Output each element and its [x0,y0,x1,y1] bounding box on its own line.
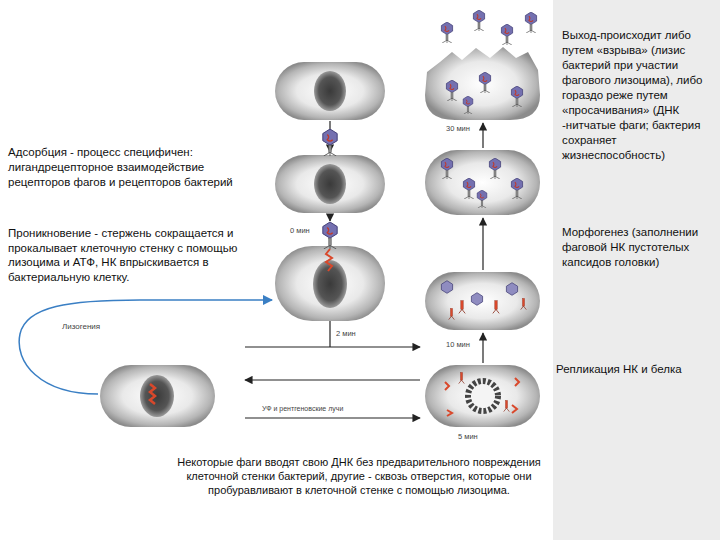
bacterium-cells-part [525,12,536,33]
bacterium-cells-part [493,301,499,314]
bacterium-cells-part [441,281,452,294]
bacterium-cells-part [449,308,455,319]
bacterium-cells-part [140,375,174,417]
bacterium-cells-part [441,158,452,179]
loop-label: Лизогения [62,322,118,332]
step-note: Проникновение - стержень сокращается и п… [8,226,266,284]
bacterium-cells-part [314,71,346,111]
bacterium-cells-part [511,178,522,199]
bacterium-cells-part [441,22,452,43]
bacterium-cells-part [425,272,540,330]
bacterium-cells-part [150,384,155,404]
bacterium-cells [100,10,540,427]
bacterium-cells-part [323,222,337,249]
bacterium-cells-part [314,164,346,204]
bacterium-cells-part [511,86,522,107]
arrows-part [482,218,483,270]
arrows-part [329,214,330,221]
bacterium-cells-part [323,129,337,156]
time-label: 10 мин [446,340,480,349]
time-label: 30 мин [446,124,478,133]
bacterium-cells-part [463,178,474,199]
arrows-part [245,346,420,347]
arrow-label: УФ и рентгеновские лучи [262,404,392,413]
bacterium-cells-part [326,249,332,271]
side-panel [553,0,720,540]
bacterium-cells-part [463,96,473,114]
arrows-part [482,123,483,148]
bacterium-cells-part [473,10,484,31]
time-label: 2 мин [336,329,366,338]
bacterium-cells-part [477,190,487,208]
step-note: Репликация НК и белка [556,362,714,377]
arrows-part [245,417,420,418]
bacterium-cells-part [275,62,385,120]
bacterium-cells-part [445,378,519,416]
step-note: Выход-происходит либо путем «взрыва» (ли… [562,28,714,163]
step-note: Адсорбция - процесс специфичен: лигандре… [8,145,266,190]
bacterium-cells-part [275,155,385,213]
arrows-part [482,333,483,363]
step-note: Морфогенез (заполнении фаговой НК пустот… [562,225,714,270]
bacterium-cells-part [479,72,490,93]
bacterium-cells-part [425,150,540,215]
bacterium-cells-part [459,372,465,383]
bacterium-cells-part [100,365,215,427]
bacterium-cells-part [425,365,540,427]
bacterium-cells-part [506,283,517,296]
bacterium-cells-part [521,298,527,309]
bacterium-cells-part [275,246,385,321]
bacterium-cells-part [468,381,498,411]
caption-note: Некоторые фаги вводят свою ДНК без предв… [168,455,550,497]
bacterium-cells-part [459,301,465,314]
time-label: 5 мин [458,432,488,441]
bacterium-cells-part [471,293,482,306]
arrows-part [245,379,420,380]
bacterium-cells-part [501,24,512,45]
time-label: 0 мин [290,226,318,235]
bacterium-cells-part [504,400,510,411]
bacterium-cells-part [489,158,500,179]
arrows-part [329,321,330,347]
bacterium-cells-part [425,47,540,120]
bacterium-cells-part [446,80,457,101]
